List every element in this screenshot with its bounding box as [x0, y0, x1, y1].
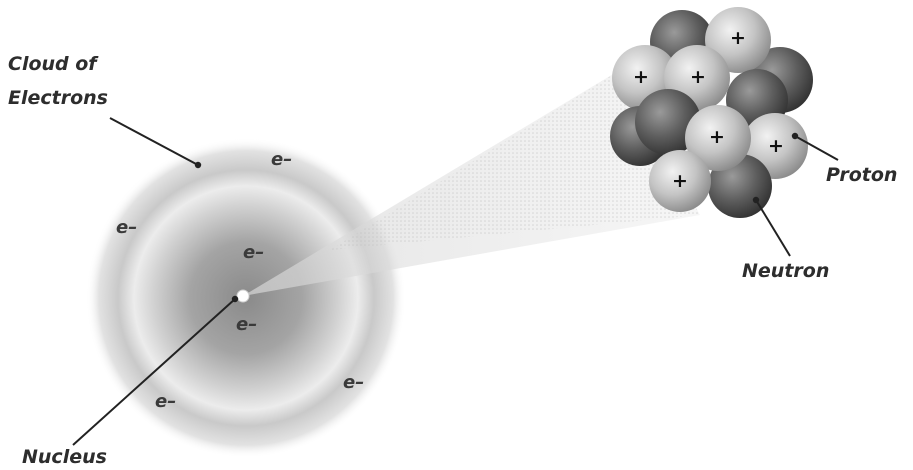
cloud-leader-dot [195, 162, 201, 168]
proton-plus-sign: + [633, 66, 649, 88]
proton-plus-sign: + [690, 66, 706, 88]
proton-plus-sign: + [709, 126, 725, 148]
neutron-leader-line [756, 200, 790, 256]
proton-plus-sign: + [730, 27, 746, 49]
proton-plus-sign: + [672, 170, 688, 192]
proton-leader-dot [792, 133, 798, 139]
electron-label: e– [236, 314, 257, 335]
electron-label: e– [243, 242, 264, 263]
proton-label: Proton [826, 164, 897, 186]
electron-label: e– [271, 149, 292, 170]
neutron-leader-dot [753, 197, 759, 203]
cloud-label-line2: Electrons [8, 87, 108, 109]
electron-label: e– [155, 391, 176, 412]
cloud-leader-line [110, 118, 198, 165]
neutron-label: Neutron [742, 260, 829, 282]
nucleus-leader-dot [232, 296, 238, 302]
proton-plus-sign: + [768, 135, 784, 157]
nucleus-label: Nucleus [22, 446, 107, 468]
cloud-label-line1: Cloud of [8, 53, 99, 75]
electron-label: e– [116, 217, 137, 238]
electron-label: e– [343, 372, 364, 393]
nucleus-dot [237, 290, 249, 302]
